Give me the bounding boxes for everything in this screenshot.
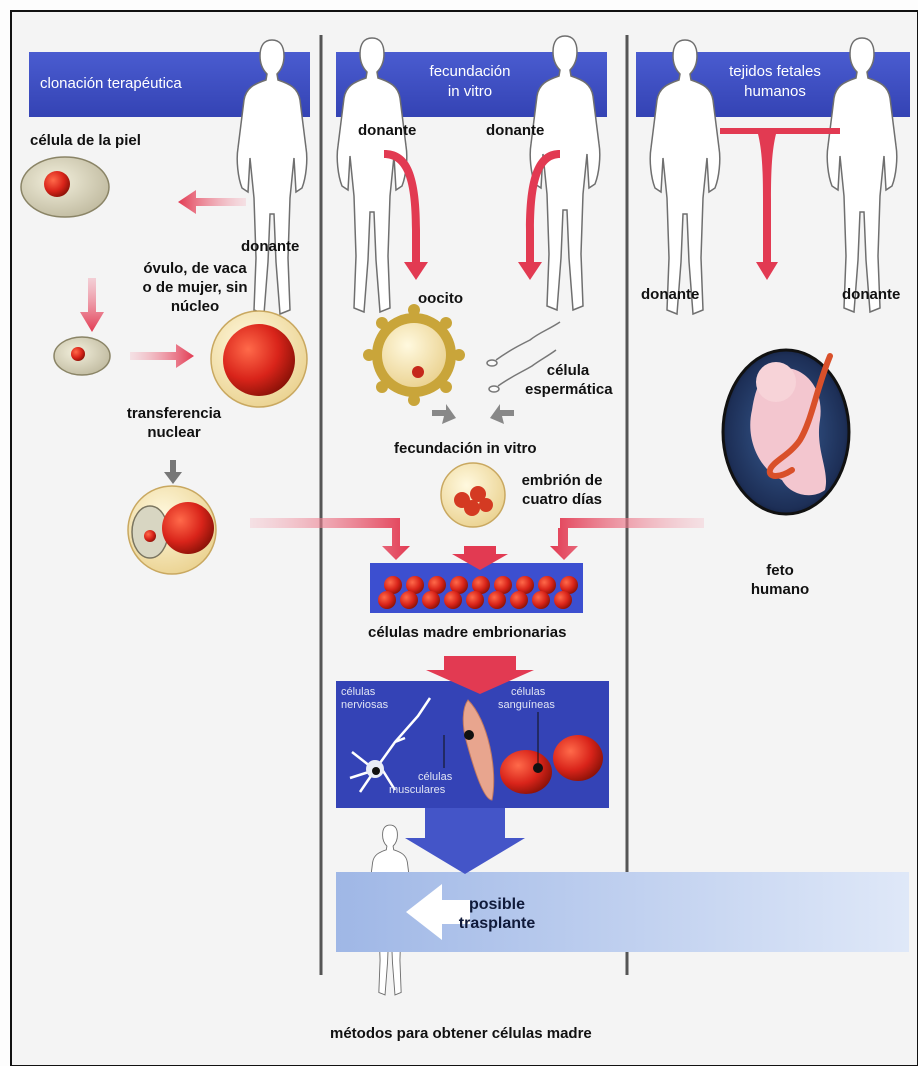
label-sanguineas-line2: sanguíneas [498, 699, 555, 712]
oocyte-icon [382, 323, 446, 387]
label-sanguineas-line1: células [511, 686, 545, 699]
label-donante-father: donante [842, 286, 900, 304]
stem-cell-row [378, 576, 578, 609]
label-celula-espermatica-line2: espermática [525, 381, 613, 399]
label-musculares-line2: musculares [389, 784, 445, 797]
label-embrion-line1: embrión de [512, 472, 612, 490]
label-donante-male: donante [486, 122, 544, 140]
header-fecundacion-line1: fecundación [415, 62, 525, 81]
label-ovulo-line2: o de mujer, sin [130, 279, 260, 297]
label-nerviosas-line1: células [341, 686, 375, 699]
clone-nucleus-icon [144, 530, 156, 542]
skin-cell-nucleus-icon [44, 171, 70, 197]
clone-ovum-icon [162, 502, 214, 554]
pointer-dot-muscle [464, 730, 474, 740]
label-donante-female: donante [358, 122, 416, 140]
label-transferencia-line2: nuclear [110, 424, 238, 442]
label-celulas-madre: células madre embrionarias [368, 624, 566, 642]
label-feto-line2: humano [740, 581, 820, 599]
label-ovulo-line3: núcleo [130, 298, 260, 316]
header-clonacion: clonación terapéutica [40, 74, 182, 93]
label-celula-espermatica-line1: célula [528, 362, 608, 380]
label-oocito: oocito [418, 290, 463, 308]
ovum-icon [223, 324, 295, 396]
label-ovulo-line1: óvulo, de vaca [130, 260, 260, 278]
pointer-dot-neuron [372, 767, 380, 775]
label-nerviosas-line2: nerviosas [341, 699, 388, 712]
fetus-head-icon [756, 362, 796, 402]
label-transferencia-line1: transferencia [110, 405, 238, 423]
small-nucleus-icon [71, 347, 85, 361]
label-fecundacion-in-vitro: fecundación in vitro [394, 440, 537, 458]
header-fecundacion-line2: in vitro [415, 82, 525, 101]
blood-cell-icon-1 [500, 750, 552, 794]
label-trasplante-line2: trasplante [442, 914, 552, 934]
oocyte-nucleus-icon [412, 366, 424, 378]
label-donante-clonacion: donante [241, 238, 299, 256]
header-tejidos-line2: humanos [700, 82, 850, 101]
label-celula-piel: célula de la piel [30, 132, 141, 150]
pointer-dot-blood [533, 763, 543, 773]
label-donante-mother: donante [641, 286, 699, 304]
label-embrion-line2: cuatro días [512, 491, 612, 509]
blood-cell-icon-2 [553, 735, 603, 781]
header-tejidos-line1: tejidos fetales [700, 62, 850, 81]
caption: métodos para obtener células madre [330, 1025, 592, 1043]
label-trasplante-line1: posible [442, 895, 552, 915]
label-feto-line1: feto [740, 562, 820, 580]
label-musculares-line1: células [418, 771, 452, 784]
